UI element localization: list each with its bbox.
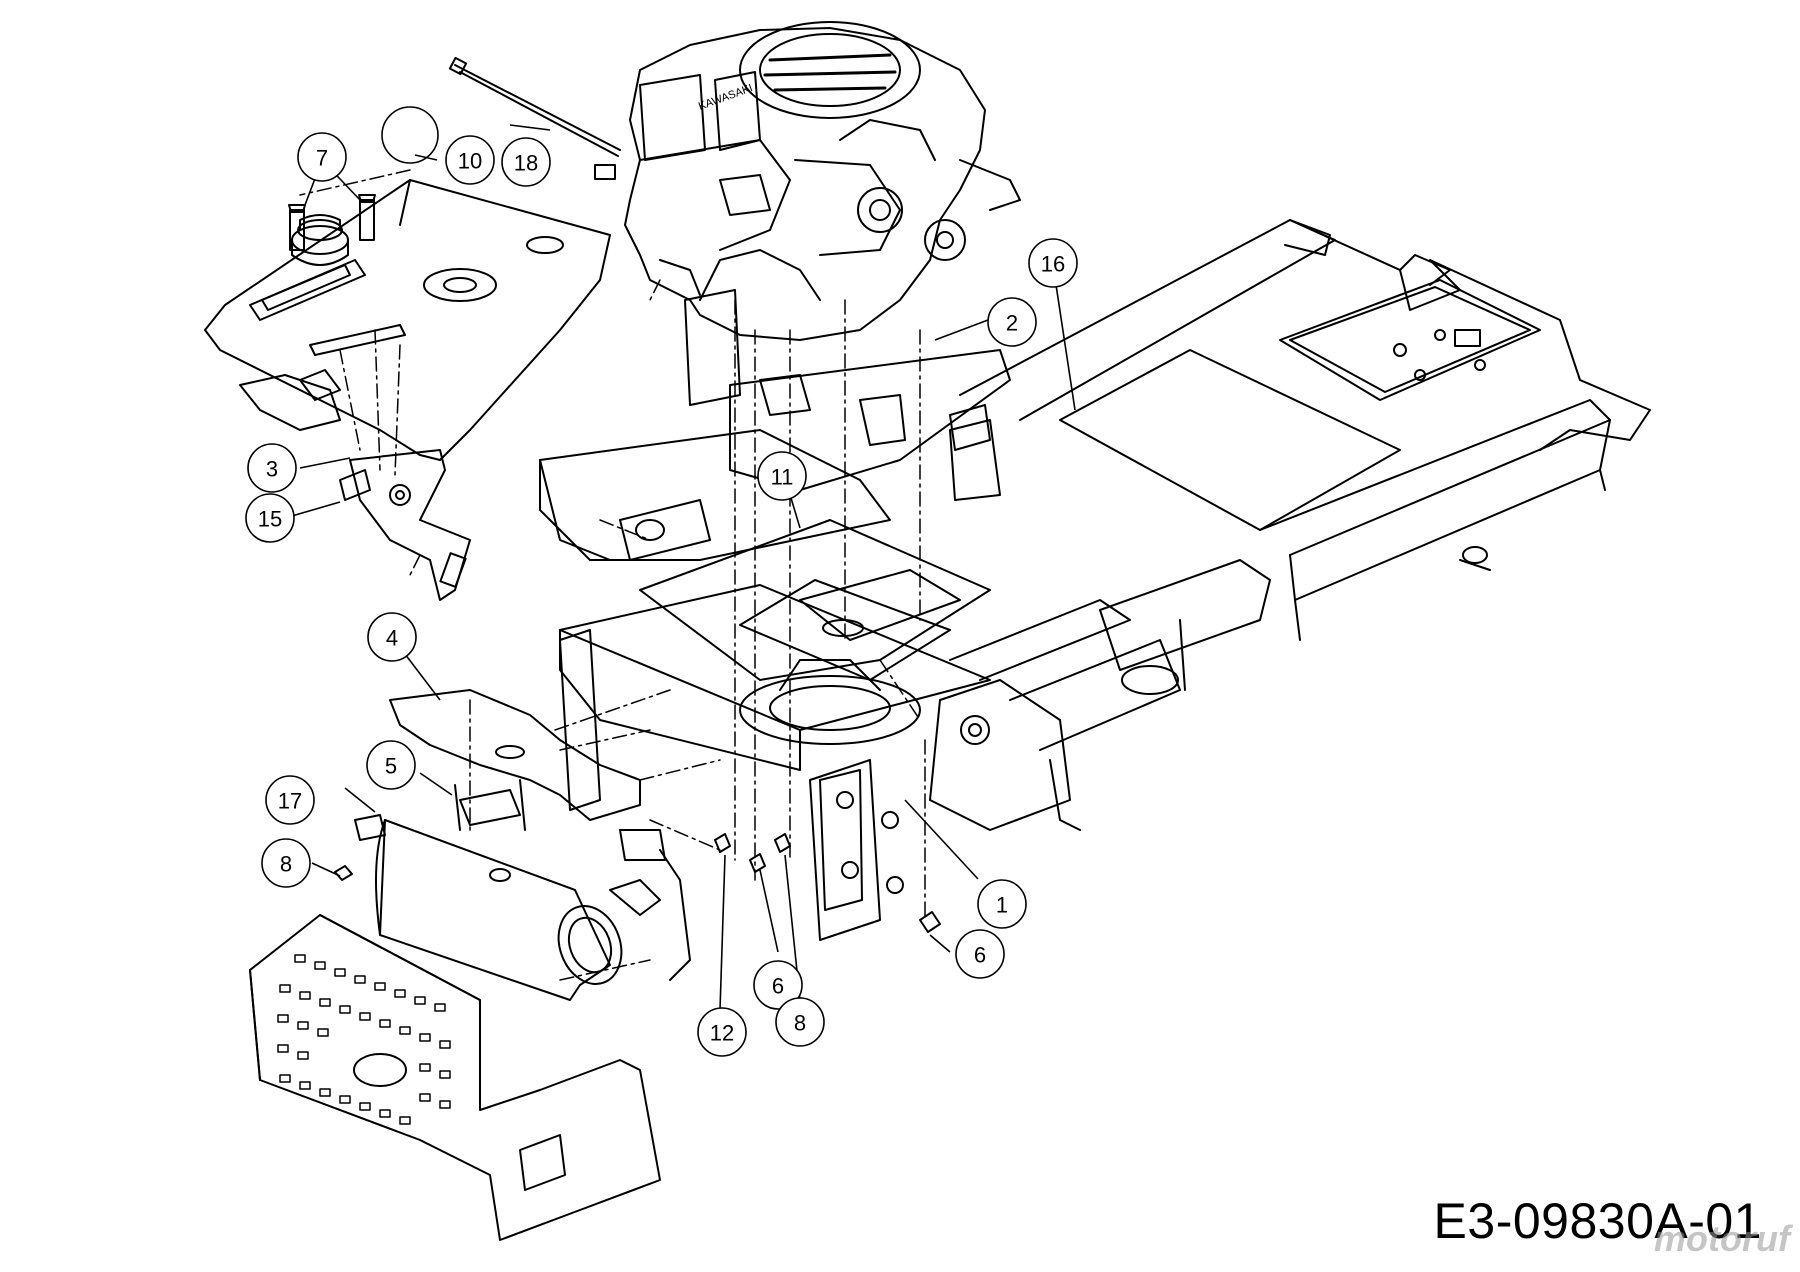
callout-6a-circle [753,960,803,1010]
callout-7-circle [297,132,347,182]
callout-2-circle [987,297,1037,347]
callout-8a-label: 8 [280,852,292,877]
callout-1-label: 1 [996,893,1008,918]
callout-4-label: 4 [386,626,398,651]
callout-11-label: 11 [771,465,794,490]
chassis-frame [539,219,1651,941]
leader-1 [904,799,979,880]
watermark-logo: motoruf [1654,1218,1790,1260]
engine-badge: KAWASAKI [697,82,754,113]
callout-1-circle [977,879,1027,929]
callout-4-circle [367,612,417,662]
callout-16-circle [1028,238,1078,288]
callout-8a-circle [261,838,311,888]
callout-18-label: 18 [514,151,538,176]
callout-3-circle [247,443,297,493]
engine [594,21,1021,341]
callout-17-circle [265,775,315,825]
callout-8b-circle [775,997,825,1047]
leader-5 [419,772,453,796]
callout-6a-label: 6 [772,974,784,999]
assembly-guide-lines [299,169,926,981]
grille-slots [277,954,451,1125]
callout-12-label: 12 [710,1021,734,1046]
watermark-text: motoruf [1654,1218,1790,1259]
fuel-cap [288,194,376,266]
callout-blank-circle [381,106,439,164]
heat-shield [389,689,641,821]
leader-3 [299,457,351,469]
leader-2 [934,319,989,341]
callout-3-label: 3 [266,457,278,482]
callout-15-circle [245,493,295,543]
leader-8a [311,862,341,877]
callout-7-label: 7 [316,146,328,171]
callout-6b-label: 6 [974,943,986,968]
muffler [354,779,691,1001]
leader-16 [1052,264,1076,411]
dipstick-tube [448,56,621,157]
callouts: 1 2 3 4 5 6 6 7 8 8 10 11 12 15 16 17 18 [245,106,1078,1057]
callout-6b-circle [955,929,1005,979]
callout-8b-label: 8 [794,1011,806,1036]
callout-10-circle [445,135,495,185]
fasteners [334,833,941,933]
callout-5-label: 5 [385,754,397,779]
leader-6b [929,934,951,953]
callout-16-label: 16 [1041,252,1065,277]
callout-17-label: 17 [278,789,302,814]
pto-ring [739,659,921,745]
front-grille [249,914,661,1241]
callout-2-label: 2 [1006,311,1018,336]
leader-12 [719,854,726,1011]
drawing-code: E3-09830A-01 [1433,1193,1762,1249]
leader-18 [509,124,551,131]
callout-5-circle [366,740,416,790]
tank-bracket [339,449,471,601]
engine-mount-plate [684,289,1011,501]
callout-11-circle [757,451,807,501]
callout-12-circle [697,1007,747,1057]
callout-18-circle [501,137,551,187]
leader-6a [759,869,779,953]
callout-10-label: 10 [458,149,482,174]
leader-17 [344,787,376,813]
callout-15-label: 15 [258,507,282,532]
fuel-tank-console [204,179,611,461]
